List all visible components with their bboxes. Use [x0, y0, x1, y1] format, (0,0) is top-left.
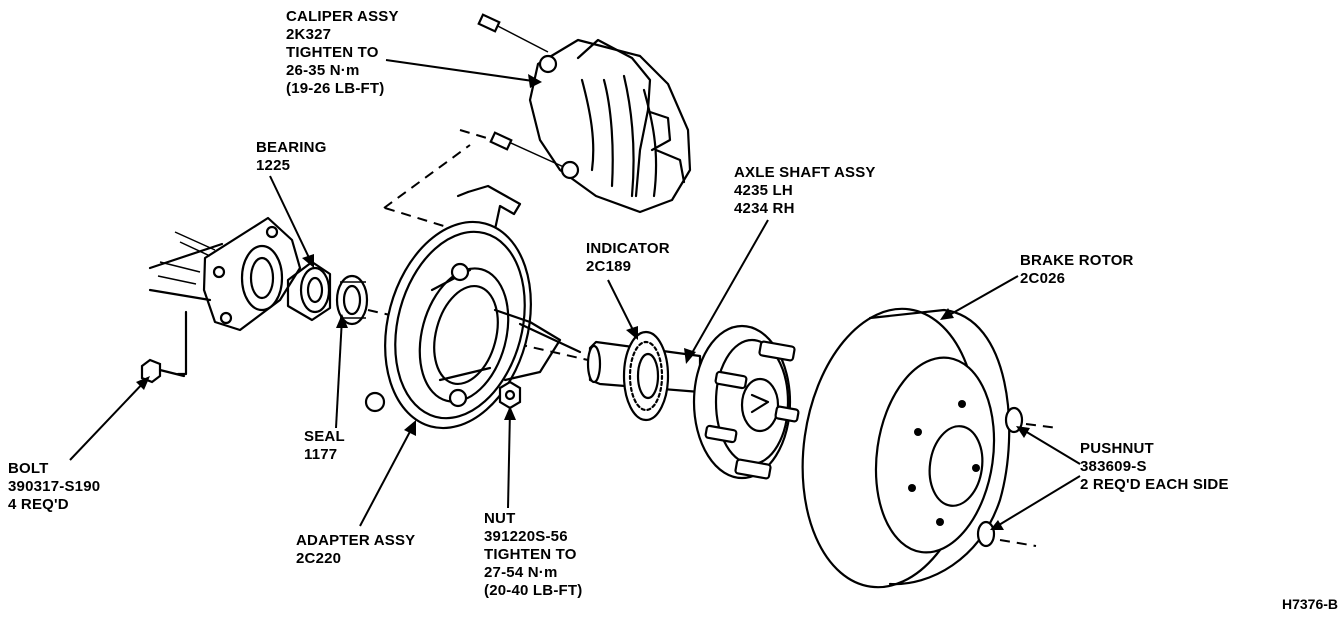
axle-housing	[148, 216, 302, 376]
caliper-torque-heading: TIGHTEN TO	[286, 44, 379, 61]
seal-part-number: 1177	[304, 446, 338, 463]
seal	[335, 274, 369, 326]
nut-name: NUT	[484, 510, 516, 527]
bearing	[286, 260, 332, 322]
axle-part-rh: 4234 RH	[734, 200, 795, 217]
nut	[498, 380, 522, 410]
axle-flange	[692, 324, 800, 480]
pushnut-label: PUSHNUT 383609-S 2 REQ'D EACH SIDE	[1080, 440, 1229, 494]
axle-part-lh: 4235 LH	[734, 182, 793, 199]
caliper-name: CALIPER ASSY	[286, 8, 399, 25]
nut-torque-imperial: (20-40 LB-FT)	[484, 582, 583, 599]
seal-label: SEAL 1177	[304, 428, 345, 464]
leader-lines	[69, 59, 1081, 530]
bearing-label: BEARING 1225	[256, 139, 327, 175]
adapter-name: ADAPTER ASSY	[296, 532, 416, 549]
bolt	[140, 358, 186, 384]
rotor-label: BRAKE ROTOR 2C026	[1020, 252, 1134, 288]
indicator-ring	[622, 330, 670, 422]
bolt-label: BOLT 390317-S190 4 REQ'D	[8, 460, 100, 514]
brake-rotor	[801, 307, 1011, 589]
caliper-torque-metric: 26-35 N·m	[286, 62, 360, 79]
nut-label: NUT 391220S-56 TIGHTEN TO 27-54 N·m (20-…	[484, 510, 582, 600]
adapter-assy	[364, 184, 582, 430]
rotor-name: BRAKE ROTOR	[1020, 252, 1134, 269]
figure-id: H7376-B	[1281, 596, 1338, 612]
bearing-part-number: 1225	[256, 157, 291, 174]
nut-torque-heading: TIGHTEN TO	[484, 546, 577, 563]
seal-name: SEAL	[304, 428, 345, 445]
pushnut-part-number: 383609-S	[1080, 458, 1147, 475]
adapter-part-number: 2C220	[296, 550, 342, 567]
pushnuts	[976, 406, 1024, 548]
nut-part-number: 391220S-56	[484, 528, 568, 545]
pushnut-quantity: 2 REQ'D EACH SIDE	[1080, 476, 1229, 493]
axle-name: AXLE SHAFT ASSY	[734, 164, 876, 181]
nut-torque-metric: 27-54 N·m	[484, 564, 558, 581]
bolt-part-number: 390317-S190	[8, 478, 101, 495]
pushnut-name: PUSHNUT	[1080, 440, 1154, 457]
axle-label: AXLE SHAFT ASSY 4235 LH 4234 RH	[734, 164, 876, 218]
caliper-torque-imperial: (19-26 LB-FT)	[286, 80, 385, 97]
indicator-name: INDICATOR	[586, 240, 670, 257]
bolt-name: BOLT	[8, 460, 49, 477]
bolt-quantity: 4 REQ'D	[8, 496, 69, 513]
caliper-part-number: 2K327	[286, 26, 332, 43]
caliper-assy	[477, 13, 692, 214]
indicator-part-number: 2C189	[586, 258, 632, 275]
bearing-name: BEARING	[256, 139, 327, 156]
caliper-label: CALIPER ASSY 2K327 TIGHTEN TO 26-35 N·m …	[286, 8, 399, 98]
rotor-part-number: 2C026	[1020, 270, 1066, 287]
indicator-label: INDICATOR 2C189	[586, 240, 670, 276]
adapter-label: ADAPTER ASSY 2C220	[296, 532, 415, 568]
